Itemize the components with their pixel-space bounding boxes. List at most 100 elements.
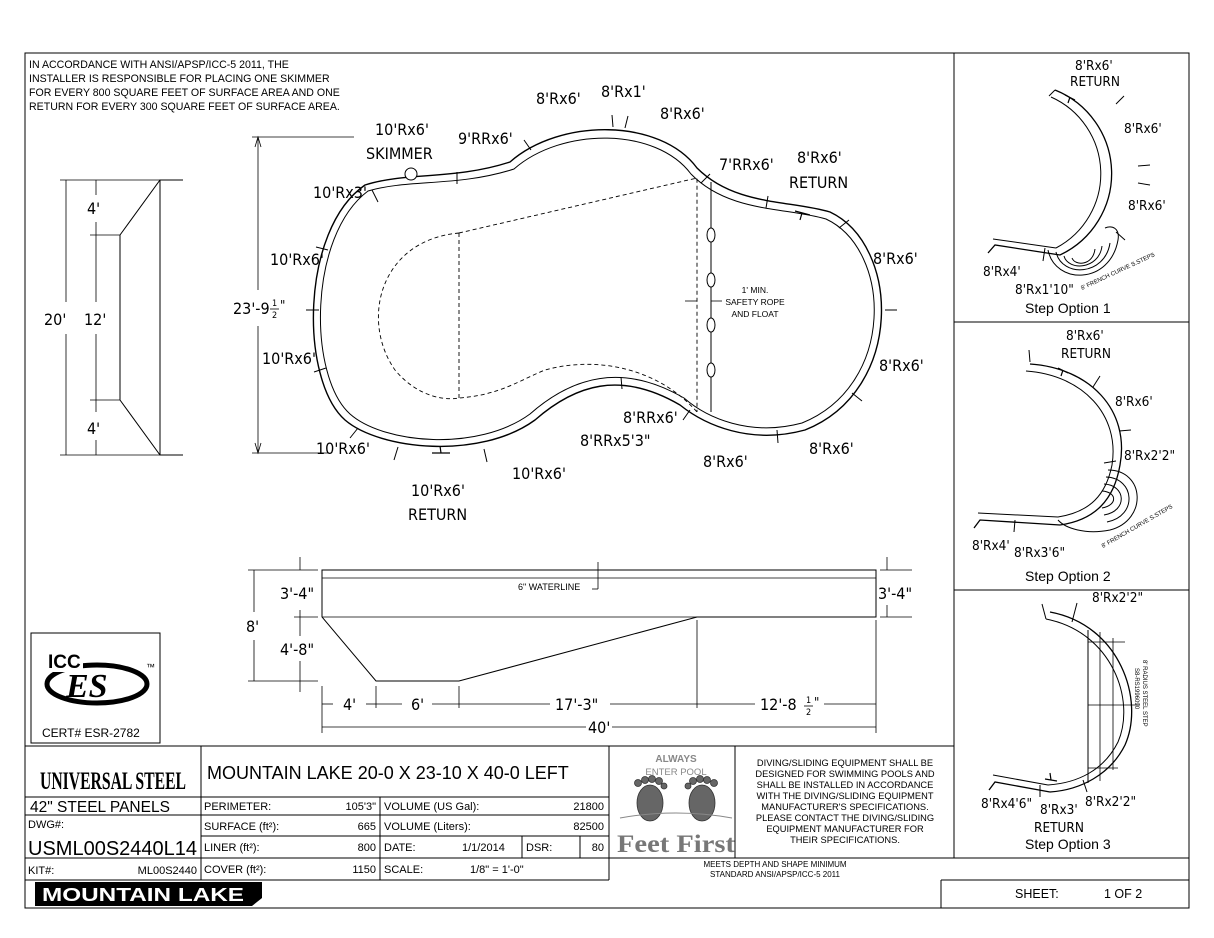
svg-text:WITH THE DIVING/SLIDING EQUIPM: WITH THE DIVING/SLIDING EQUIPMENT	[757, 791, 934, 801]
svg-text:INSTALLER IS RESPONSIBLE FOR P: INSTALLER IS RESPONSIBLE FOR PLACING ONE…	[29, 73, 330, 85]
panel-label: 8'Rx6'	[873, 249, 918, 268]
profile-shallow-left-dim: 3'-4"	[280, 584, 314, 603]
sheet-number: 1 OF 2	[1104, 887, 1142, 901]
step3-step-text-1: 8' RADIUS STEEL STEP	[1141, 660, 1147, 727]
seg4-inch-mark: "	[814, 696, 819, 711]
standard-note: MEETS DEPTH AND SHAPE MINIMUM STANDARD A…	[703, 860, 846, 879]
width-fraction-num: 1	[272, 299, 277, 309]
cover-value: 1150	[352, 864, 376, 876]
panel-joints	[306, 114, 897, 463]
drawing-title: MOUNTAIN LAKE 20-0 X 23-10 X 40-0 LEFT	[207, 763, 569, 783]
title-block: UNIVERSAL STEEL 42" STEEL PANELS DWG#: U…	[28, 754, 1142, 906]
panel-label: 8'Rx6'	[797, 148, 842, 167]
svg-text:RETURN FOR EVERY 300 SQUARE FE: RETURN FOR EVERY 300 SQUARE FEET OF SURF…	[29, 101, 340, 113]
step2-bottom-panel: 8'Rx3'6"	[1014, 545, 1065, 561]
profile-seg2-dim: 6'	[411, 695, 424, 714]
cert-box	[30, 632, 161, 744]
scale-value: 1/8" = 1'-0"	[470, 864, 524, 876]
safety-note-line: 1' MIN.	[742, 285, 769, 295]
volume-liters-value: 82500	[573, 821, 604, 833]
step3-title: Step Option 3	[1025, 836, 1111, 852]
return-label: RETURN	[408, 505, 467, 524]
deep-end-dashed	[458, 177, 698, 412]
feet-icon	[634, 775, 718, 822]
profile-shallow-right-dim: 3'-4"	[878, 584, 912, 603]
panel-label: 8'RRx5'3"	[580, 431, 651, 450]
width-fraction-den: 2	[272, 311, 277, 321]
svg-text:IN ACCORDANCE WITH ANSI/APSP/I: IN ACCORDANCE WITH ANSI/APSP/ICC-5 2011,…	[29, 59, 289, 71]
profile-total-depth-dim: 8'	[246, 617, 259, 636]
end-total-dim: 20'	[44, 310, 66, 329]
step2-left-panel: 8'Rx4'	[972, 538, 1010, 554]
svg-text:DATE:: DATE:	[384, 842, 416, 854]
svg-text:LINER (ft²):: LINER (ft²):	[204, 842, 260, 854]
panel-label: 10'Rx3'	[313, 183, 367, 202]
liner-value: 800	[358, 842, 376, 854]
dwg-label: DWG#:	[28, 819, 64, 831]
profile-total-length-dim: 40'	[588, 718, 610, 737]
sheet-label: SHEET:	[1015, 887, 1059, 901]
return-fitting-icon	[1057, 367, 1069, 377]
cert-number: CERT# ESR-2782	[42, 726, 140, 740]
step2-step-text: 8' FRENCH CURVE S.STEPS	[1101, 504, 1174, 550]
svg-text:SHALL BE INSTALLED IN ACCORDAN: SHALL BE INSTALLED IN ACCORDANCE	[757, 780, 934, 790]
panel-label: 10'Rx6'	[270, 250, 324, 269]
return-fitting-icon	[432, 445, 450, 454]
pool-profile-view: 3'-4" 8' 4'-8" 3'-4" 4' 6' 17'-3" 12'-8 …	[246, 557, 912, 737]
svg-text:™: ™	[146, 662, 155, 672]
panel-label: 10'Rx6'	[375, 120, 429, 139]
safety-note-line: AND FLOAT	[731, 309, 778, 319]
waterline-label: 6" WATERLINE	[518, 582, 580, 592]
svg-text:FOR EVERY 800 SQUARE FEET OF S: FOR EVERY 800 SQUARE FEET OF SURFACE ARE…	[29, 87, 340, 99]
return-label: RETURN	[789, 173, 848, 192]
panel-label: 8'Rx6'	[660, 104, 705, 123]
step3-step-text-2: S8-RS1996090	[1133, 668, 1139, 710]
volume-gal-value: 21800	[573, 801, 604, 813]
step2-return-label: RETURN	[1061, 346, 1111, 362]
brand-logo: UNIVERSAL STEEL	[40, 768, 186, 795]
step-option-1: 8'Rx6' RETURN 8'Rx6' 8'Rx6' 8'Rx4' 8'Rx1…	[983, 58, 1166, 316]
svg-text:DSR:: DSR:	[526, 842, 552, 854]
steel-panels-label: 42" STEEL PANELS	[30, 799, 170, 816]
perimeter-value: 105'3"	[346, 801, 377, 813]
safety-floats	[706, 227, 716, 378]
icc-es-logo: ICC ES ™	[44, 650, 155, 706]
profile-seg1-dim: 4'	[343, 695, 356, 714]
end-top-dim: 4'	[87, 199, 100, 218]
svg-text:ENTER POOL: ENTER POOL	[645, 767, 706, 778]
svg-text:ALWAYS: ALWAYS	[655, 754, 697, 765]
step2-right-2: 8'Rx2'2"	[1124, 448, 1175, 464]
step2-return-panel: 8'Rx6'	[1066, 328, 1104, 344]
return-fitting-icon	[1044, 772, 1058, 782]
step3-right-panel: 8'Rx2'2"	[1085, 794, 1136, 810]
skimmer-rule-note: IN ACCORDANCE WITH ANSI/APSP/ICC-5 2011,…	[29, 59, 340, 113]
diving-note: DIVING/SLIDING EQUIPMENT SHALL BE DESIGN…	[755, 758, 935, 845]
panel-label: 8'Rx6'	[809, 439, 854, 458]
svg-text:PLEASE CONTACT THE DIVING/SLID: PLEASE CONTACT THE DIVING/SLIDING	[756, 813, 934, 823]
pool-outline-inner	[319, 137, 875, 441]
profile-seg3-dim: 17'-3"	[555, 695, 598, 714]
svg-text:SURFACE (ft²):: SURFACE (ft²):	[204, 821, 279, 833]
panel-label: 8'Rx6'	[536, 89, 581, 108]
pool-outline-outer	[312, 129, 883, 448]
logo-es-text: ES	[65, 668, 108, 705]
model-banner	[35, 882, 262, 906]
date-value: 1/1/2014	[462, 842, 505, 854]
step1-right-2: 8'Rx6'	[1128, 198, 1166, 214]
svg-text:THEIR SPECIFICATIONS.: THEIR SPECIFICATIONS.	[790, 835, 900, 845]
model-banner-text: MOUNTAIN LAKE	[42, 885, 244, 905]
step3-return-label: RETURN	[1034, 820, 1084, 836]
surface-value: 665	[358, 821, 376, 833]
step3-top-panel: 8'Rx2'2"	[1092, 590, 1143, 606]
panel-label: 9'RRx6'	[458, 129, 513, 148]
step1-left-panel: 8'Rx4'	[983, 264, 1021, 280]
kit-number: ML00S2440	[138, 865, 197, 877]
step1-return-label: RETURN	[1070, 74, 1120, 90]
end-middle-dim: 12'	[84, 310, 106, 329]
svg-text:PERIMETER:: PERIMETER:	[204, 801, 271, 813]
step1-title: Step Option 1	[1025, 300, 1111, 316]
return-fitting-icon	[794, 210, 811, 221]
svg-text:MANUFACTURER'S SPECIFICATIONS.: MANUFACTURER'S SPECIFICATIONS.	[761, 802, 928, 812]
svg-text:STANDARD ANSI/APSP/ICC-5 2011: STANDARD ANSI/APSP/ICC-5 2011	[710, 870, 841, 879]
